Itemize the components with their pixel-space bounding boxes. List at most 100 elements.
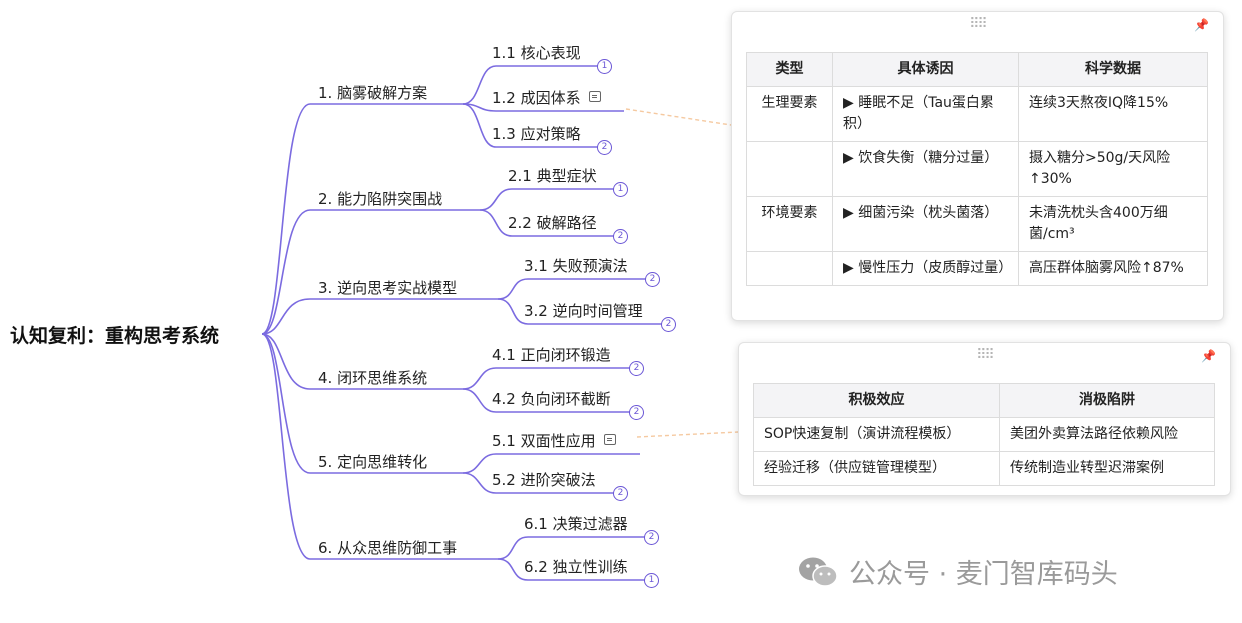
popup-connector (625, 108, 732, 126)
watermark-text: 公众号 · 麦门智库码头 (849, 559, 1118, 590)
branch-connector (261, 333, 498, 560)
branch-node[interactable]: 1. 脑雾破解方案 (318, 84, 428, 102)
child-node[interactable]: 1.2 成因体系 (492, 87, 601, 108)
child-connector (497, 278, 652, 300)
table-header: 类型 (746, 52, 833, 87)
wechat-icon (799, 557, 838, 587)
child-connector (462, 472, 620, 494)
branch-connector (261, 209, 480, 335)
child-node[interactable]: 5.1 双面性应用 (492, 430, 616, 451)
table-cell: 经验迁移（供应链管理模型） (753, 451, 1000, 486)
branch-node[interactable]: 2. 能力陷阱突围战 (318, 190, 443, 208)
branch-node[interactable]: 6. 从众思维防御工事 (318, 539, 458, 557)
child-node[interactable]: 1.3 应对策略 (492, 123, 581, 144)
note-icon[interactable] (588, 91, 601, 102)
count-badge[interactable]: 2 (613, 485, 628, 501)
child-connector (479, 188, 620, 211)
table-row: ▶ 饮食失衡（糖分过量） 摄入糖分>50g/天风险↑30% (746, 141, 1208, 197)
popup-connector (636, 431, 739, 438)
note-popup-duality[interactable]: ⠿⠿ 📌 积极效应 消极陷阱 SOP快速复制（演讲流程模板） 美团外卖算法路径依… (738, 342, 1231, 496)
table-cell: 高压群体脑雾风险↑87% (1018, 251, 1208, 286)
child-node[interactable]: 3.1 失败预演法 (524, 255, 628, 276)
child-node-label: 3.1 失败预演法 (524, 257, 628, 275)
table-header: 具体诱因 (832, 52, 1019, 87)
table-cell: 美团外卖算法路径依赖风险 (999, 417, 1215, 452)
table-cell: ▶ 睡眠不足（Tau蛋白累积） (832, 86, 1019, 142)
table-header: 积极效应 (753, 383, 1000, 418)
table-cell: 摄入糖分>50g/天风险↑30% (1018, 141, 1208, 197)
branch-node[interactable]: 3. 逆向思考实战模型 (318, 279, 458, 297)
table-row: 环境要素 ▶ 细菌污染（枕头菌落） 未清洗枕头含400万细菌/cm³ (746, 196, 1208, 252)
child-node[interactable]: 5.2 进阶突破法 (492, 469, 596, 490)
watermark: 公众号 · 麦门智库码头 (797, 552, 1118, 591)
child-node[interactable]: 2.2 破解路径 (508, 212, 597, 233)
table-cell: 生理要素 (746, 86, 833, 142)
mindmap-root[interactable]: 认知复利：重构思考系统 (10, 325, 220, 347)
count-badge[interactable]: 2 (629, 360, 644, 376)
child-node-label: 6.1 决策过滤器 (524, 515, 628, 533)
child-connector (497, 558, 651, 581)
child-node-label: 5.1 双面性应用 (492, 432, 596, 450)
child-node[interactable]: 2.1 典型症状 (508, 165, 597, 186)
child-connector (462, 103, 624, 112)
duality-table: 积极效应 消极陷阱 SOP快速复制（演讲流程模板） 美团外卖算法路径依赖风险 经… (753, 383, 1215, 486)
branch-connector (261, 333, 463, 390)
child-connector (497, 298, 668, 325)
count-badge[interactable]: 1 (644, 572, 659, 588)
drag-grip-icon[interactable]: ⠿⠿ (969, 16, 987, 32)
child-node[interactable]: 1.1 核心表现 (492, 42, 581, 63)
child-node-label: 2.1 典型症状 (508, 167, 597, 185)
table-cell: ▶ 慢性压力（皮质醇过量） (832, 251, 1019, 286)
table-row: SOP快速复制（演讲流程模板） 美团外卖算法路径依赖风险 (753, 417, 1215, 452)
count-badge[interactable]: 1 (613, 181, 628, 197)
count-badge[interactable]: 2 (661, 316, 676, 332)
child-node-label: 5.2 进阶突破法 (492, 471, 596, 489)
table-row: 经验迁移（供应链管理模型） 传统制造业转型迟滞案例 (753, 451, 1215, 486)
child-node-label: 6.2 独立性训练 (524, 558, 628, 576)
count-badge[interactable]: 1 (597, 58, 612, 74)
pin-icon[interactable]: 📌 (1201, 349, 1216, 363)
child-node-label: 1.1 核心表现 (492, 44, 581, 62)
drag-grip-icon[interactable]: ⠿⠿ (976, 347, 994, 363)
child-connector (462, 453, 640, 474)
child-connector (462, 388, 636, 413)
table-header: 消极陷阱 (999, 383, 1215, 418)
count-badge[interactable]: 2 (629, 404, 644, 420)
child-node-label: 3.2 逆向时间管理 (524, 302, 643, 320)
count-badge[interactable]: 2 (613, 228, 628, 244)
table-cell: 未清洗枕头含400万细菌/cm³ (1018, 196, 1208, 252)
child-node-label: 1.2 成因体系 (492, 89, 581, 107)
child-connector (479, 209, 620, 237)
count-badge[interactable]: 2 (645, 271, 660, 287)
table-cell: 连续3天熬夜IQ降15% (1018, 86, 1208, 142)
table-cell: SOP快速复制（演讲流程模板） (753, 417, 1000, 452)
note-popup-causes[interactable]: ⠿⠿ 📌 类型 具体诱因 科学数据 生理要素 ▶ 睡眠不足（Tau蛋白累积） 连… (731, 11, 1224, 321)
child-node[interactable]: 6.1 决策过滤器 (524, 513, 628, 534)
branch-connector (261, 298, 498, 335)
table-cell: 环境要素 (746, 196, 833, 252)
child-connector (462, 367, 636, 390)
branch-node[interactable]: 4. 闭环思维系统 (318, 369, 428, 387)
child-node[interactable]: 4.2 负向闭环截断 (492, 388, 611, 409)
branch-node[interactable]: 5. 定向思维转化 (318, 453, 428, 471)
child-node[interactable]: 3.2 逆向时间管理 (524, 300, 643, 321)
branch-connector (261, 103, 463, 335)
child-connector (462, 65, 604, 105)
count-badge[interactable]: 2 (644, 529, 659, 545)
child-connector (497, 536, 651, 560)
child-node[interactable]: 6.2 独立性训练 (524, 556, 628, 577)
child-node-label: 2.2 破解路径 (508, 214, 597, 232)
child-connector (462, 103, 604, 148)
table-cell: 传统制造业转型迟滞案例 (999, 451, 1215, 486)
table-cell: ▶ 细菌污染（枕头菌落） (832, 196, 1019, 252)
note-icon[interactable] (603, 434, 616, 445)
pin-icon[interactable]: 📌 (1194, 18, 1209, 32)
table-row: 生理要素 ▶ 睡眠不足（Tau蛋白累积） 连续3天熬夜IQ降15% (746, 86, 1208, 142)
table-header: 科学数据 (1018, 52, 1208, 87)
child-node-label: 1.3 应对策略 (492, 125, 581, 143)
count-badge[interactable]: 2 (597, 139, 612, 155)
child-node[interactable]: 4.1 正向闭环锻造 (492, 344, 611, 365)
branch-connector (261, 333, 463, 474)
table-cell: ▶ 饮食失衡（糖分过量） (832, 141, 1019, 197)
